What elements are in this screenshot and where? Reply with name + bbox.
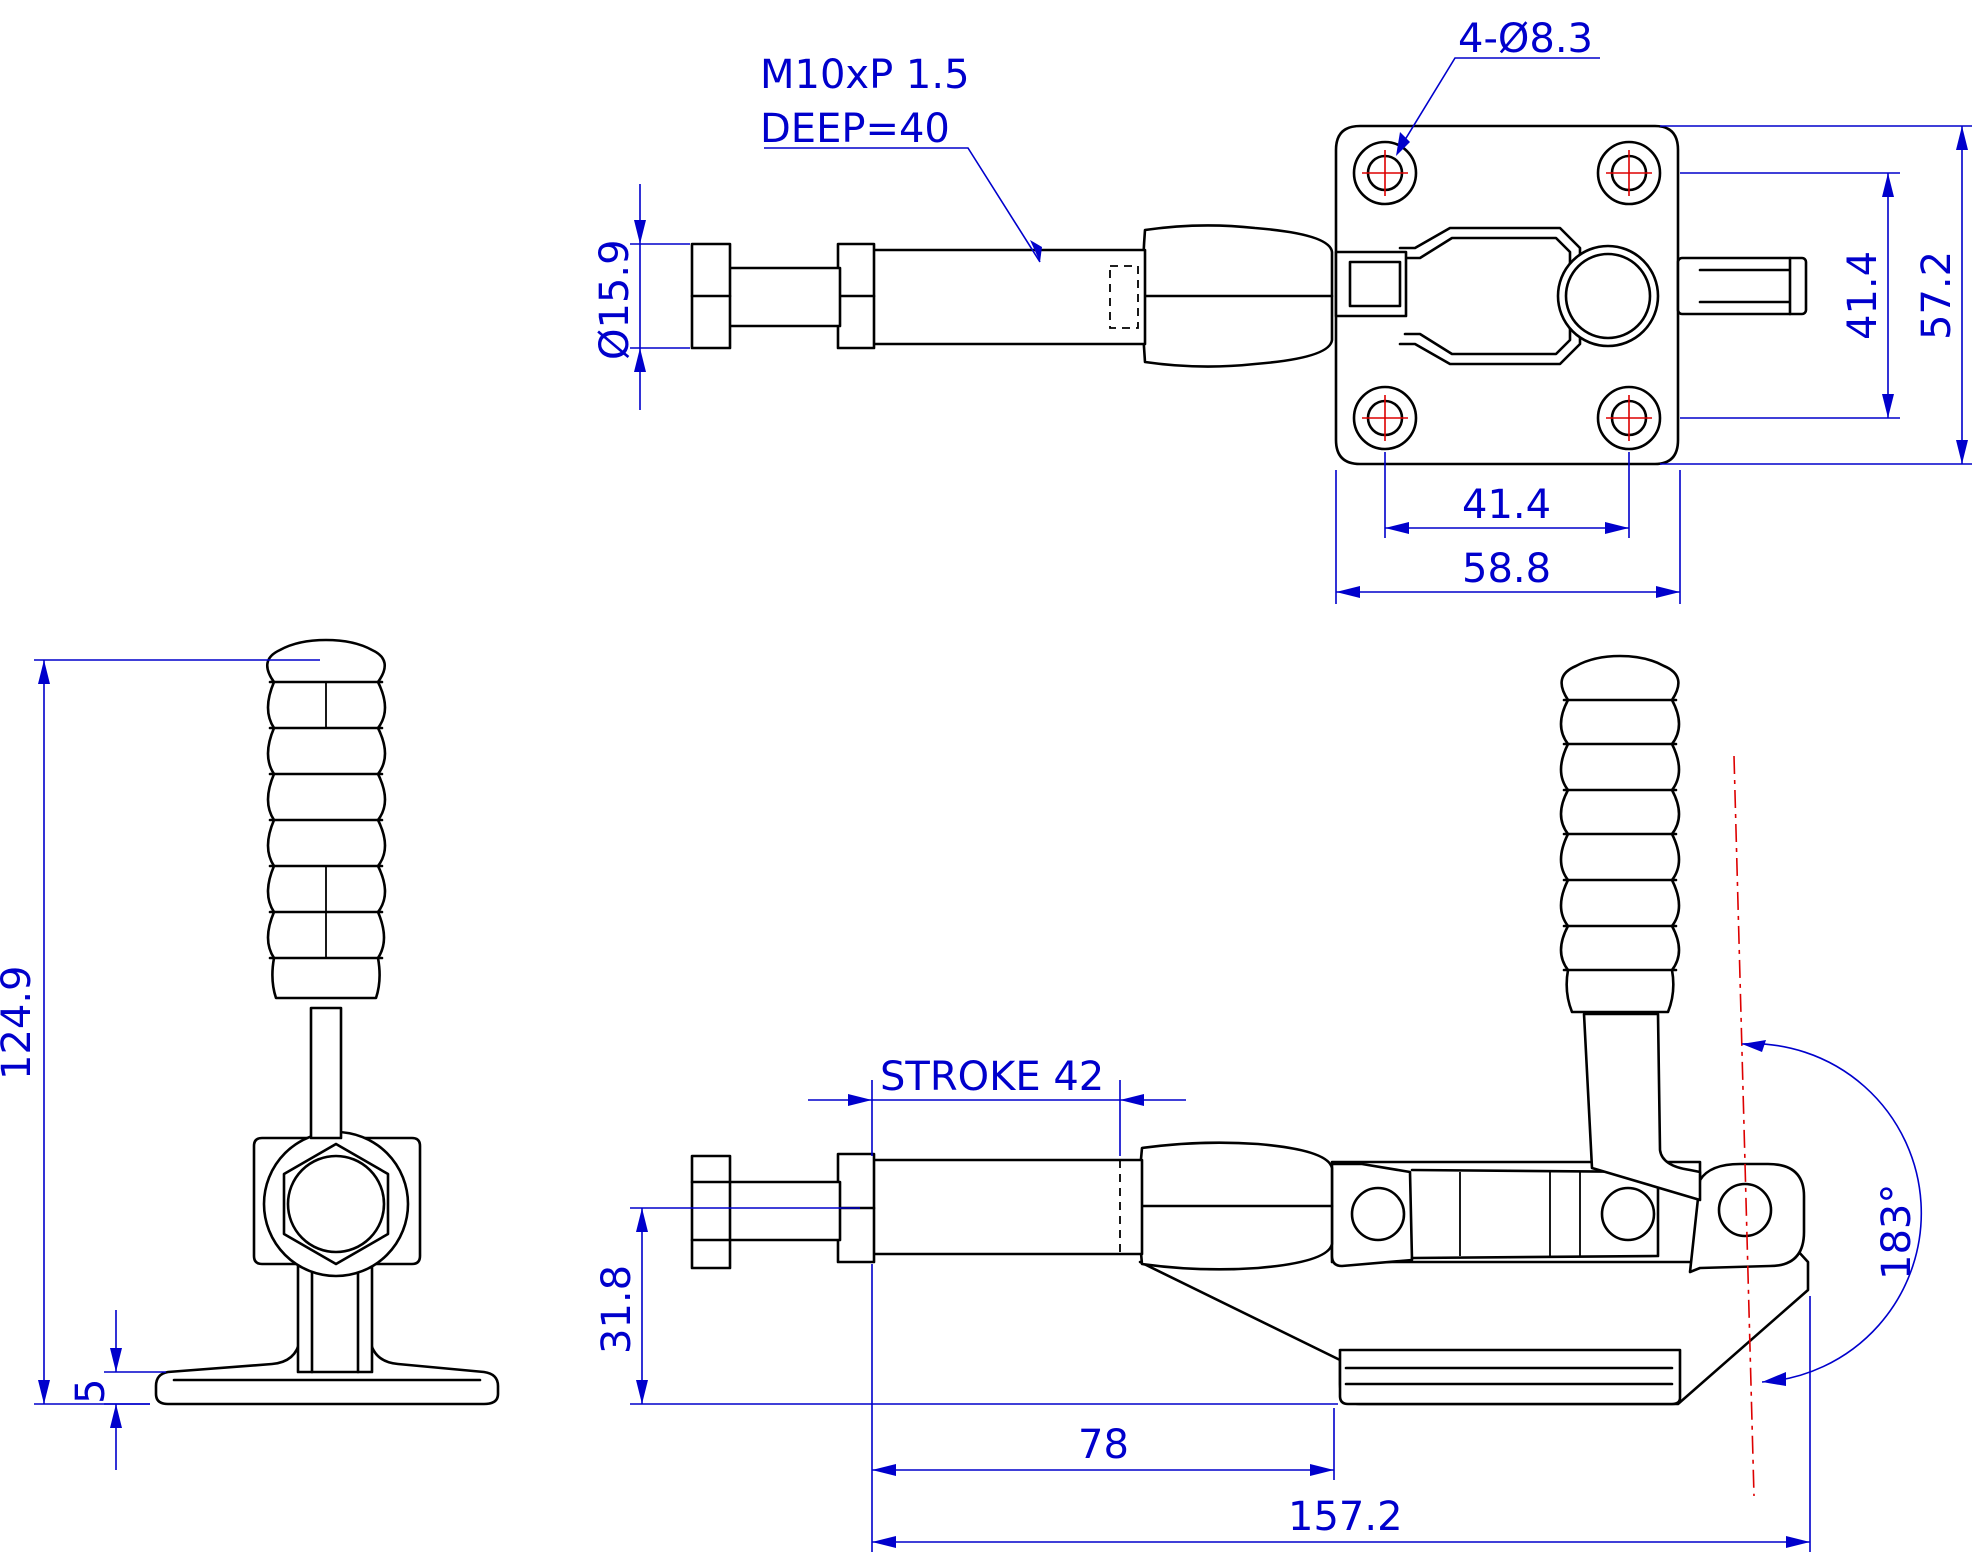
side-bolt-shank xyxy=(726,1180,842,1242)
hole-note: 4-Ø8.3 xyxy=(1458,16,1593,62)
top-base-plate xyxy=(1334,124,1680,466)
dim-58-8: 58.8 xyxy=(1462,546,1551,592)
top-view xyxy=(690,124,1808,466)
dim-57-2: 57.2 xyxy=(1914,251,1960,340)
side-handle-arm xyxy=(1582,1012,1702,1202)
dim-157-2: 157.2 xyxy=(1288,1494,1403,1540)
dim-41-4-horizontal: 41.4 xyxy=(1462,482,1551,528)
mount-hole xyxy=(1352,385,1418,451)
dim-41-4-vertical: 41.4 xyxy=(1840,251,1886,340)
top-pivot-ball xyxy=(1556,244,1660,348)
side-link-hole-front xyxy=(1350,1186,1406,1242)
dim-78: 78 xyxy=(1078,1422,1129,1468)
mount-hole xyxy=(1596,385,1662,451)
side-bolt-head xyxy=(690,1154,732,1270)
top-view-dimensions: M10xP 1.5 DEEP=40 4-Ø8.3 Ø15.9 41.4 57.2… xyxy=(592,16,1972,604)
thread-note-line2: DEEP=40 xyxy=(760,106,950,152)
end-view xyxy=(154,638,500,1406)
stroke-42: STROKE 42 xyxy=(880,1054,1104,1100)
side-base-plate xyxy=(1338,1348,1682,1406)
side-link-hole-rear xyxy=(1600,1186,1656,1242)
end-view-dimensions: 124.9 5 xyxy=(0,659,320,1470)
dim-5: 5 xyxy=(68,1379,114,1404)
top-handle-stub xyxy=(1676,256,1808,316)
top-bolt-shank xyxy=(726,266,842,328)
side-view xyxy=(690,654,1810,1406)
side-view-dimensions: STROKE 42 31.8 78 157.2 183° xyxy=(594,755,1923,1552)
end-post xyxy=(296,1260,374,1374)
mount-hole xyxy=(1596,140,1662,206)
dim-31-8: 31.8 xyxy=(594,1265,640,1354)
side-pivot-hole xyxy=(1717,1182,1773,1238)
top-plunger-rod xyxy=(870,248,1147,346)
end-handle-shaft xyxy=(309,1006,343,1140)
mount-hole xyxy=(1352,140,1418,206)
thread-note-line1: M10xP 1.5 xyxy=(760,52,970,98)
end-ball-inner xyxy=(286,1154,386,1254)
dim-124-9: 124.9 xyxy=(0,965,40,1080)
angle-183: 183° xyxy=(1874,1184,1920,1280)
dia-15-9: Ø15.9 xyxy=(592,239,638,360)
end-hex-nut xyxy=(282,1142,390,1266)
side-plunger-rod xyxy=(870,1158,1144,1256)
